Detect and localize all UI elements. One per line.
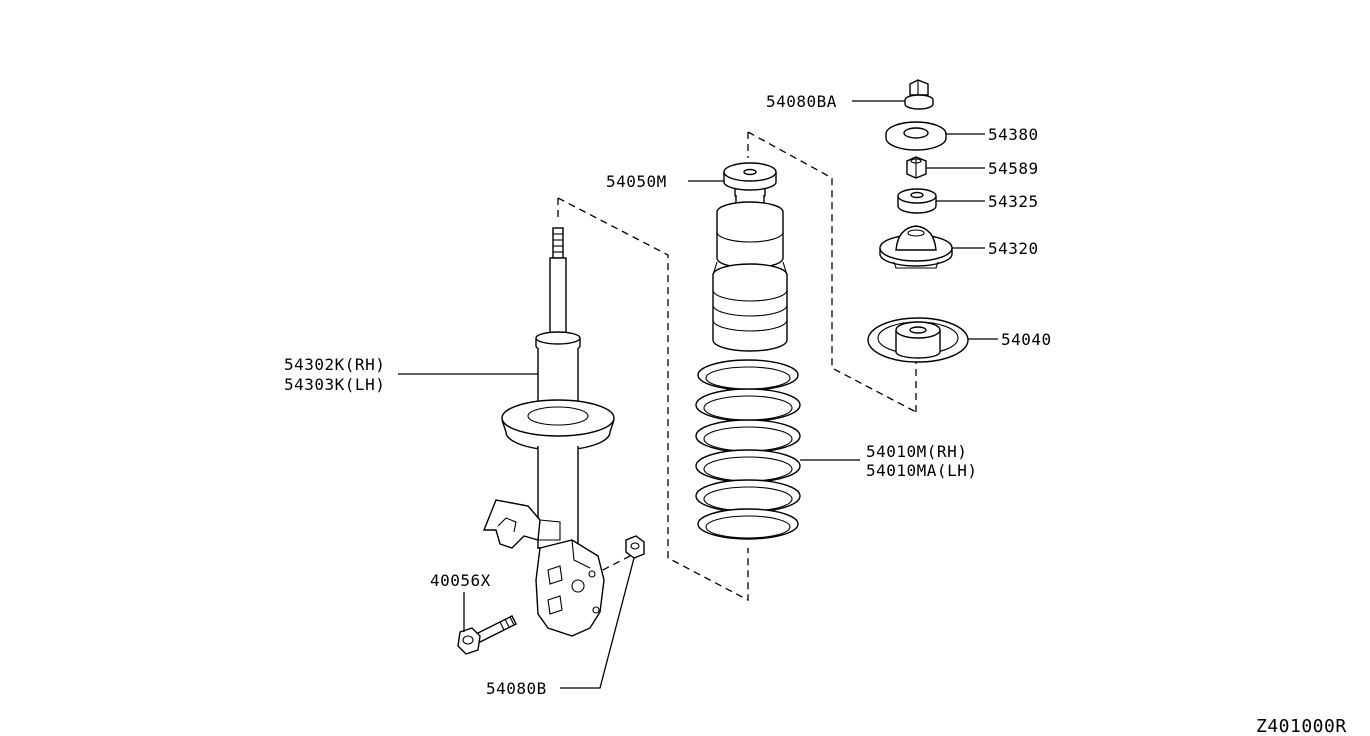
part-mount-insulator [879,225,953,269]
diagram-code: Z401000R [1256,716,1347,736]
label-nut-small: 54589 [988,159,1039,178]
label-washer-top: 54380 [988,125,1039,144]
part-labels: 54080BA 54380 54589 54325 54320 54040 54… [284,92,1347,736]
label-bound-bumper: 54050M [606,172,667,191]
part-nut-lower [625,535,645,559]
part-washer-top [885,121,947,151]
label-mount-seat: 54040 [1001,330,1052,349]
label-nut-top: 54080BA [766,92,837,111]
label-bolt: 40056X [430,571,491,590]
label-spring-lh: 54010MA(LH) [866,461,977,480]
part-bushing [897,188,937,214]
part-bolt [457,615,517,655]
part-coil-spring [695,359,801,540]
part-bound-bumper [712,162,788,352]
label-strut-rh: 54302K(RH) [284,355,385,374]
label-bushing: 54325 [988,192,1039,211]
part-strut-assembly [482,227,615,637]
part-mount-seat [867,317,969,363]
leader-lines [398,100,998,689]
label-spring-rh: 54010M(RH) [866,442,967,461]
label-mount-insulator: 54320 [988,239,1039,258]
label-strut-lh: 54303K(LH) [284,375,385,394]
part-nut-top [904,79,934,110]
label-nut-lower: 54080B [486,679,547,698]
part-nut-small [906,156,927,179]
